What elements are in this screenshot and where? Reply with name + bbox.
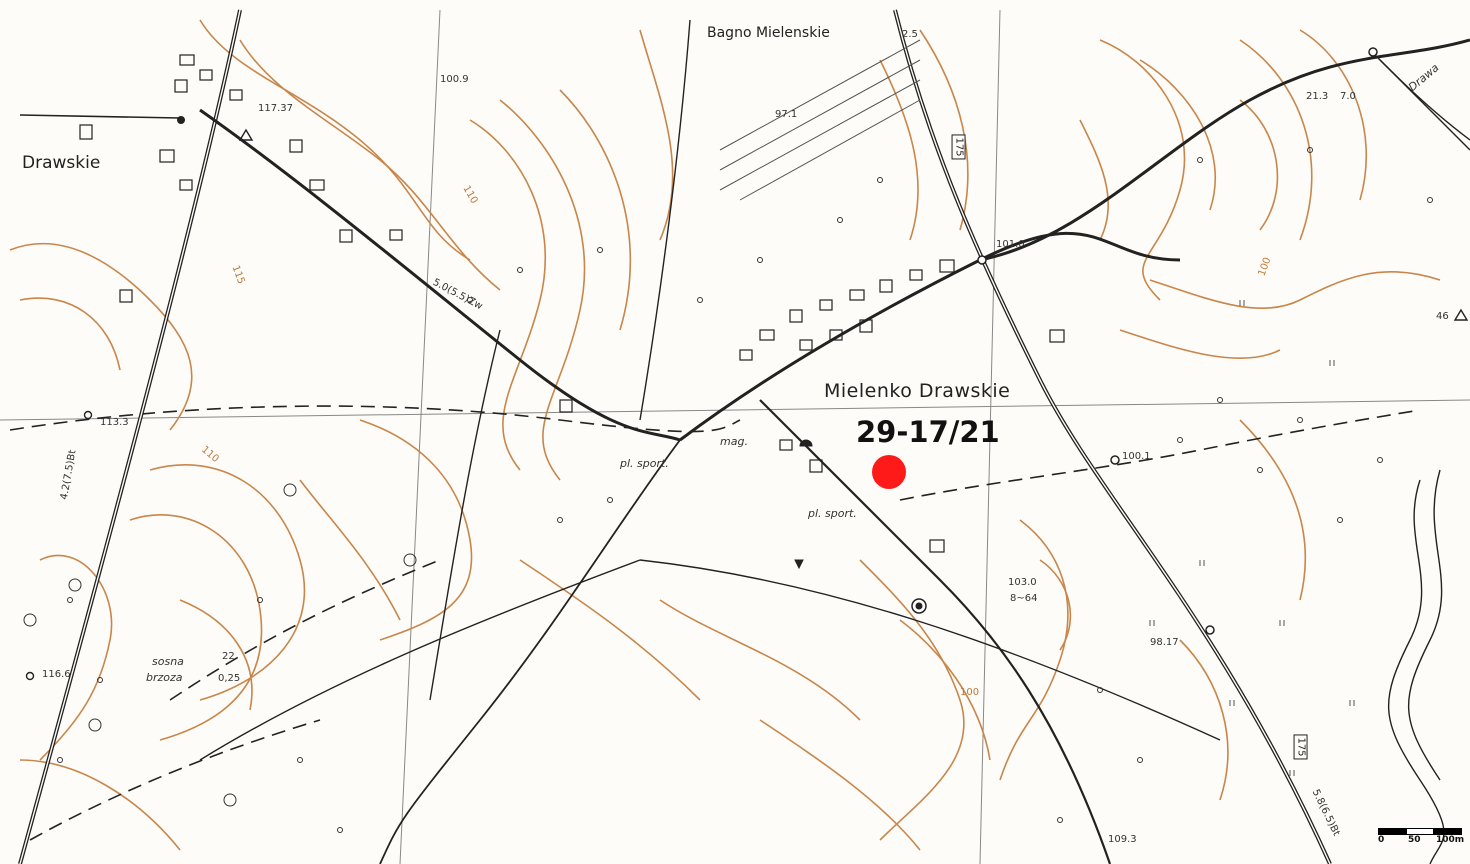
- forest-fraction-top: 22: [222, 651, 235, 662]
- elevation-103-0: 103.0: [1008, 577, 1037, 588]
- meadow-marks: [719, 39, 1355, 776]
- scale-label-100m: 100m: [1436, 835, 1465, 845]
- elevation-100-1: 100.1: [1122, 451, 1151, 462]
- elevation-21-3: 21.3: [1306, 91, 1329, 102]
- elevation-2-5: 2.5: [902, 29, 918, 40]
- point-features: [25, 47, 1469, 681]
- road-number-north: 175: [951, 134, 966, 160]
- elevation-116-6: 116.6: [42, 669, 71, 680]
- sport-field-label-west: pl. sport.: [620, 457, 669, 470]
- roads: [18, 9, 1470, 864]
- river: [1369, 49, 1470, 864]
- elevation-100-9: 100.9: [440, 74, 469, 85]
- elevation-109-3: 109.3: [1108, 834, 1137, 845]
- scale-label-50: 50: [1408, 835, 1421, 845]
- elevation-7-0: 7.0: [1340, 91, 1356, 102]
- elevation-46: 46: [1436, 311, 1449, 322]
- map-grid: [0, 9, 1470, 864]
- warehouse-label: mag.: [720, 435, 748, 448]
- orchard-symbols: [23, 147, 1433, 833]
- vegetation-label-sosna: sosna: [152, 655, 184, 668]
- elevation-8-64: 8~64: [1010, 593, 1038, 604]
- place-label-bagno-mielenskie: Bagno Mielenskie: [707, 25, 830, 41]
- elevation-117-37: 117.37: [258, 103, 293, 114]
- sport-field-label-east: pl. sport.: [808, 507, 857, 520]
- elevation-97-1: 97.1: [775, 109, 798, 120]
- scale-segment-3: [1434, 828, 1462, 835]
- scale-segment-2: [1406, 828, 1434, 835]
- elevation-113-3: 113.3: [100, 417, 129, 428]
- site-label: 29-17/21: [856, 415, 1000, 449]
- scale-segment-1: [1378, 828, 1406, 835]
- forest-fraction-bottom: 0,25: [218, 673, 241, 684]
- place-label-drawskie: Drawskie: [22, 153, 101, 173]
- vegetation-label-brzoza: brzoza: [146, 671, 183, 684]
- buildings: [79, 54, 1065, 553]
- site-marker[interactable]: [872, 455, 906, 489]
- scale-bar: 0 50 100m: [1378, 828, 1464, 848]
- contour-label-100-south: 100: [960, 687, 980, 698]
- place-label-mielenko-drawskie: Mielenko Drawskie: [824, 380, 1011, 402]
- elevation-101-0: 101.0: [996, 239, 1025, 250]
- scale-label-0: 0: [1378, 835, 1385, 845]
- road-number-south: 175: [1293, 734, 1308, 760]
- contour-lines: [9, 19, 1441, 851]
- dashed-tracks: [9, 405, 1421, 841]
- elevation-98-17: 98.17: [1150, 637, 1179, 648]
